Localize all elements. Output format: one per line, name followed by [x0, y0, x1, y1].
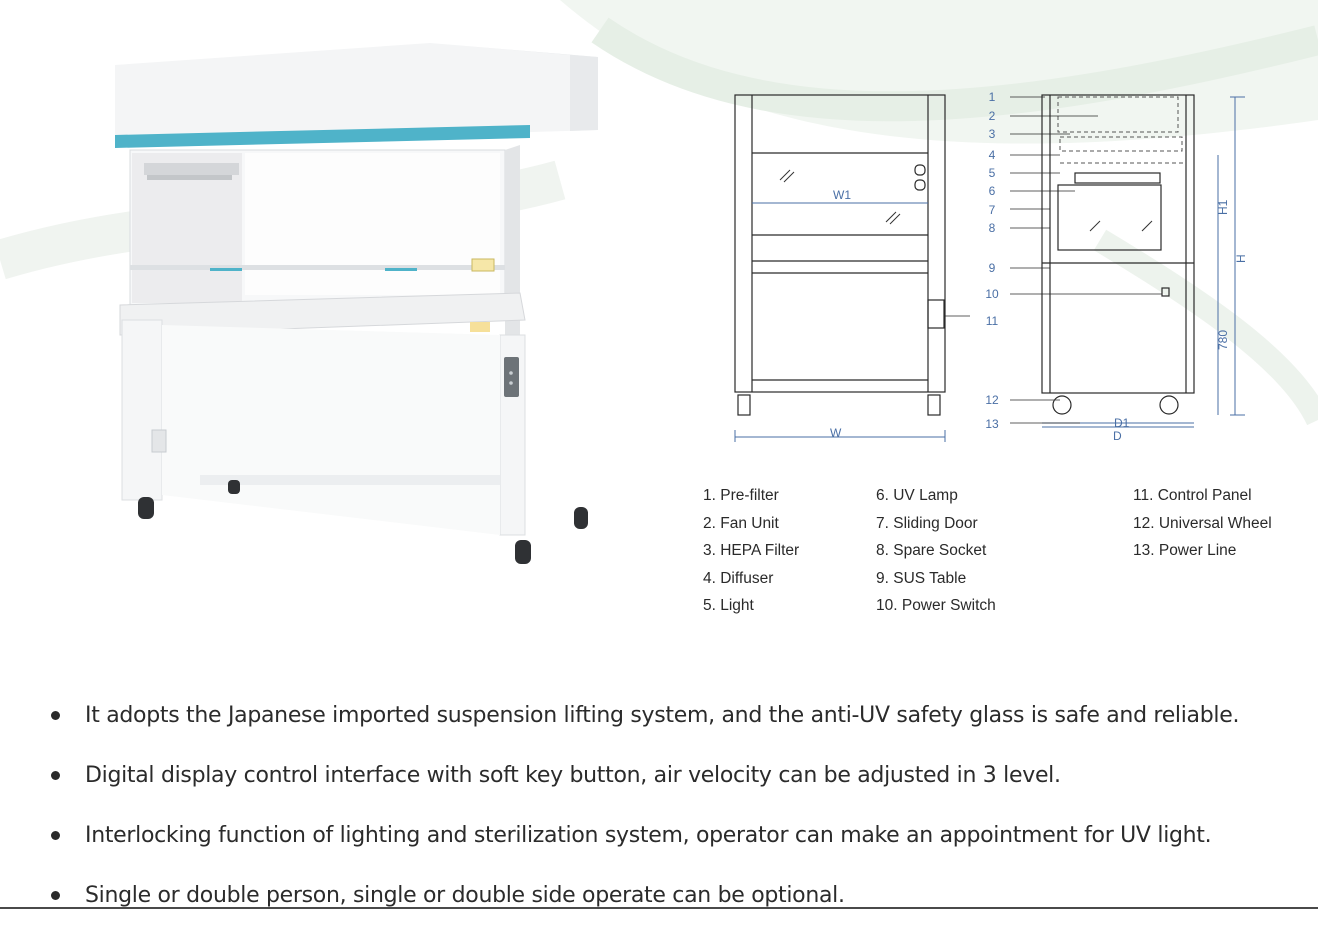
feature-list: It adopts the Japanese imported suspensi…: [48, 698, 1308, 938]
legend-column-2: 6. UV Lamp 7. Sliding Door 8. Spare Sock…: [876, 486, 996, 624]
legend-column-3: 11. Control Panel 12. Universal Wheel 13…: [1133, 486, 1272, 569]
legend-item: 13. Power Line: [1133, 542, 1237, 559]
callout-1: 1: [989, 90, 996, 104]
legend-item: 10. Power Switch: [876, 597, 996, 614]
parts-legend: 1. Pre-filter 2. Fan Unit 3. HEPA Filter…: [703, 486, 1303, 626]
dim-780: 780: [1216, 330, 1230, 350]
dim-w1: W1: [833, 188, 851, 202]
legend-item: 6. UV Lamp: [876, 487, 958, 504]
dim-h: H: [1234, 254, 1248, 263]
callout-5: 5: [989, 166, 996, 180]
dim-d1: D1: [1114, 416, 1130, 430]
feature-item: Digital display control interface with s…: [48, 758, 1308, 818]
control-panel: [504, 357, 519, 397]
dim-d: D: [1113, 429, 1122, 443]
legend-item: 1. Pre-filter: [703, 487, 779, 504]
bullet-icon: [51, 831, 60, 840]
callout-3: 3: [989, 127, 996, 141]
feature-text: It adopts the Japanese imported suspensi…: [85, 703, 1240, 728]
feature-item: It adopts the Japanese imported suspensi…: [48, 698, 1308, 758]
accent-stripe: [115, 125, 530, 148]
bullet-icon: [51, 891, 60, 900]
callout-7: 7: [989, 203, 996, 217]
callout-10: 10: [985, 287, 999, 301]
feature-item: Single or double person, single or doubl…: [48, 878, 1308, 938]
legend-item: 5. Light: [703, 597, 754, 614]
callout-2: 2: [989, 109, 996, 123]
technical-drawing: W1 W D1 D H1 H 780 1 2 3 4 5 6 7 8 9 10 …: [734, 90, 1248, 443]
bullet-icon: [51, 771, 60, 780]
callout-8: 8: [989, 221, 996, 235]
feature-text: Digital display control interface with s…: [85, 763, 1061, 788]
dim-w: W: [830, 426, 842, 440]
callout-13: 13: [985, 417, 999, 431]
feature-item: Interlocking function of lighting and st…: [48, 818, 1308, 878]
legend-item: 2. Fan Unit: [703, 514, 779, 532]
legend-item: 9. SUS Table: [876, 569, 967, 587]
legend-item: 12. Universal Wheel: [1133, 514, 1272, 532]
callout-9: 9: [989, 261, 996, 275]
callout-12: 12: [985, 393, 999, 407]
dim-h1: H1: [1216, 199, 1230, 215]
legend-item: 8. Spare Socket: [876, 542, 987, 559]
feature-text: Single or double person, single or doubl…: [85, 883, 845, 908]
legend-column-1: 1. Pre-filter 2. Fan Unit 3. HEPA Filter…: [703, 486, 799, 624]
feature-text: Interlocking function of lighting and st…: [85, 823, 1212, 848]
callout-4: 4: [989, 148, 996, 162]
legend-item: 4. Diffuser: [703, 569, 774, 587]
callout-6: 6: [989, 184, 996, 198]
bullet-icon: [51, 711, 60, 720]
laminar-flow-cabinet-image: [115, 43, 598, 564]
bottom-divider: [0, 907, 1318, 909]
legend-item: 3. HEPA Filter: [703, 542, 800, 559]
legend-item: 11. Control Panel: [1133, 487, 1252, 504]
light-fixture: [144, 163, 239, 175]
legend-item: 7. Sliding Door: [876, 514, 978, 532]
callout-11: 11: [986, 314, 999, 328]
